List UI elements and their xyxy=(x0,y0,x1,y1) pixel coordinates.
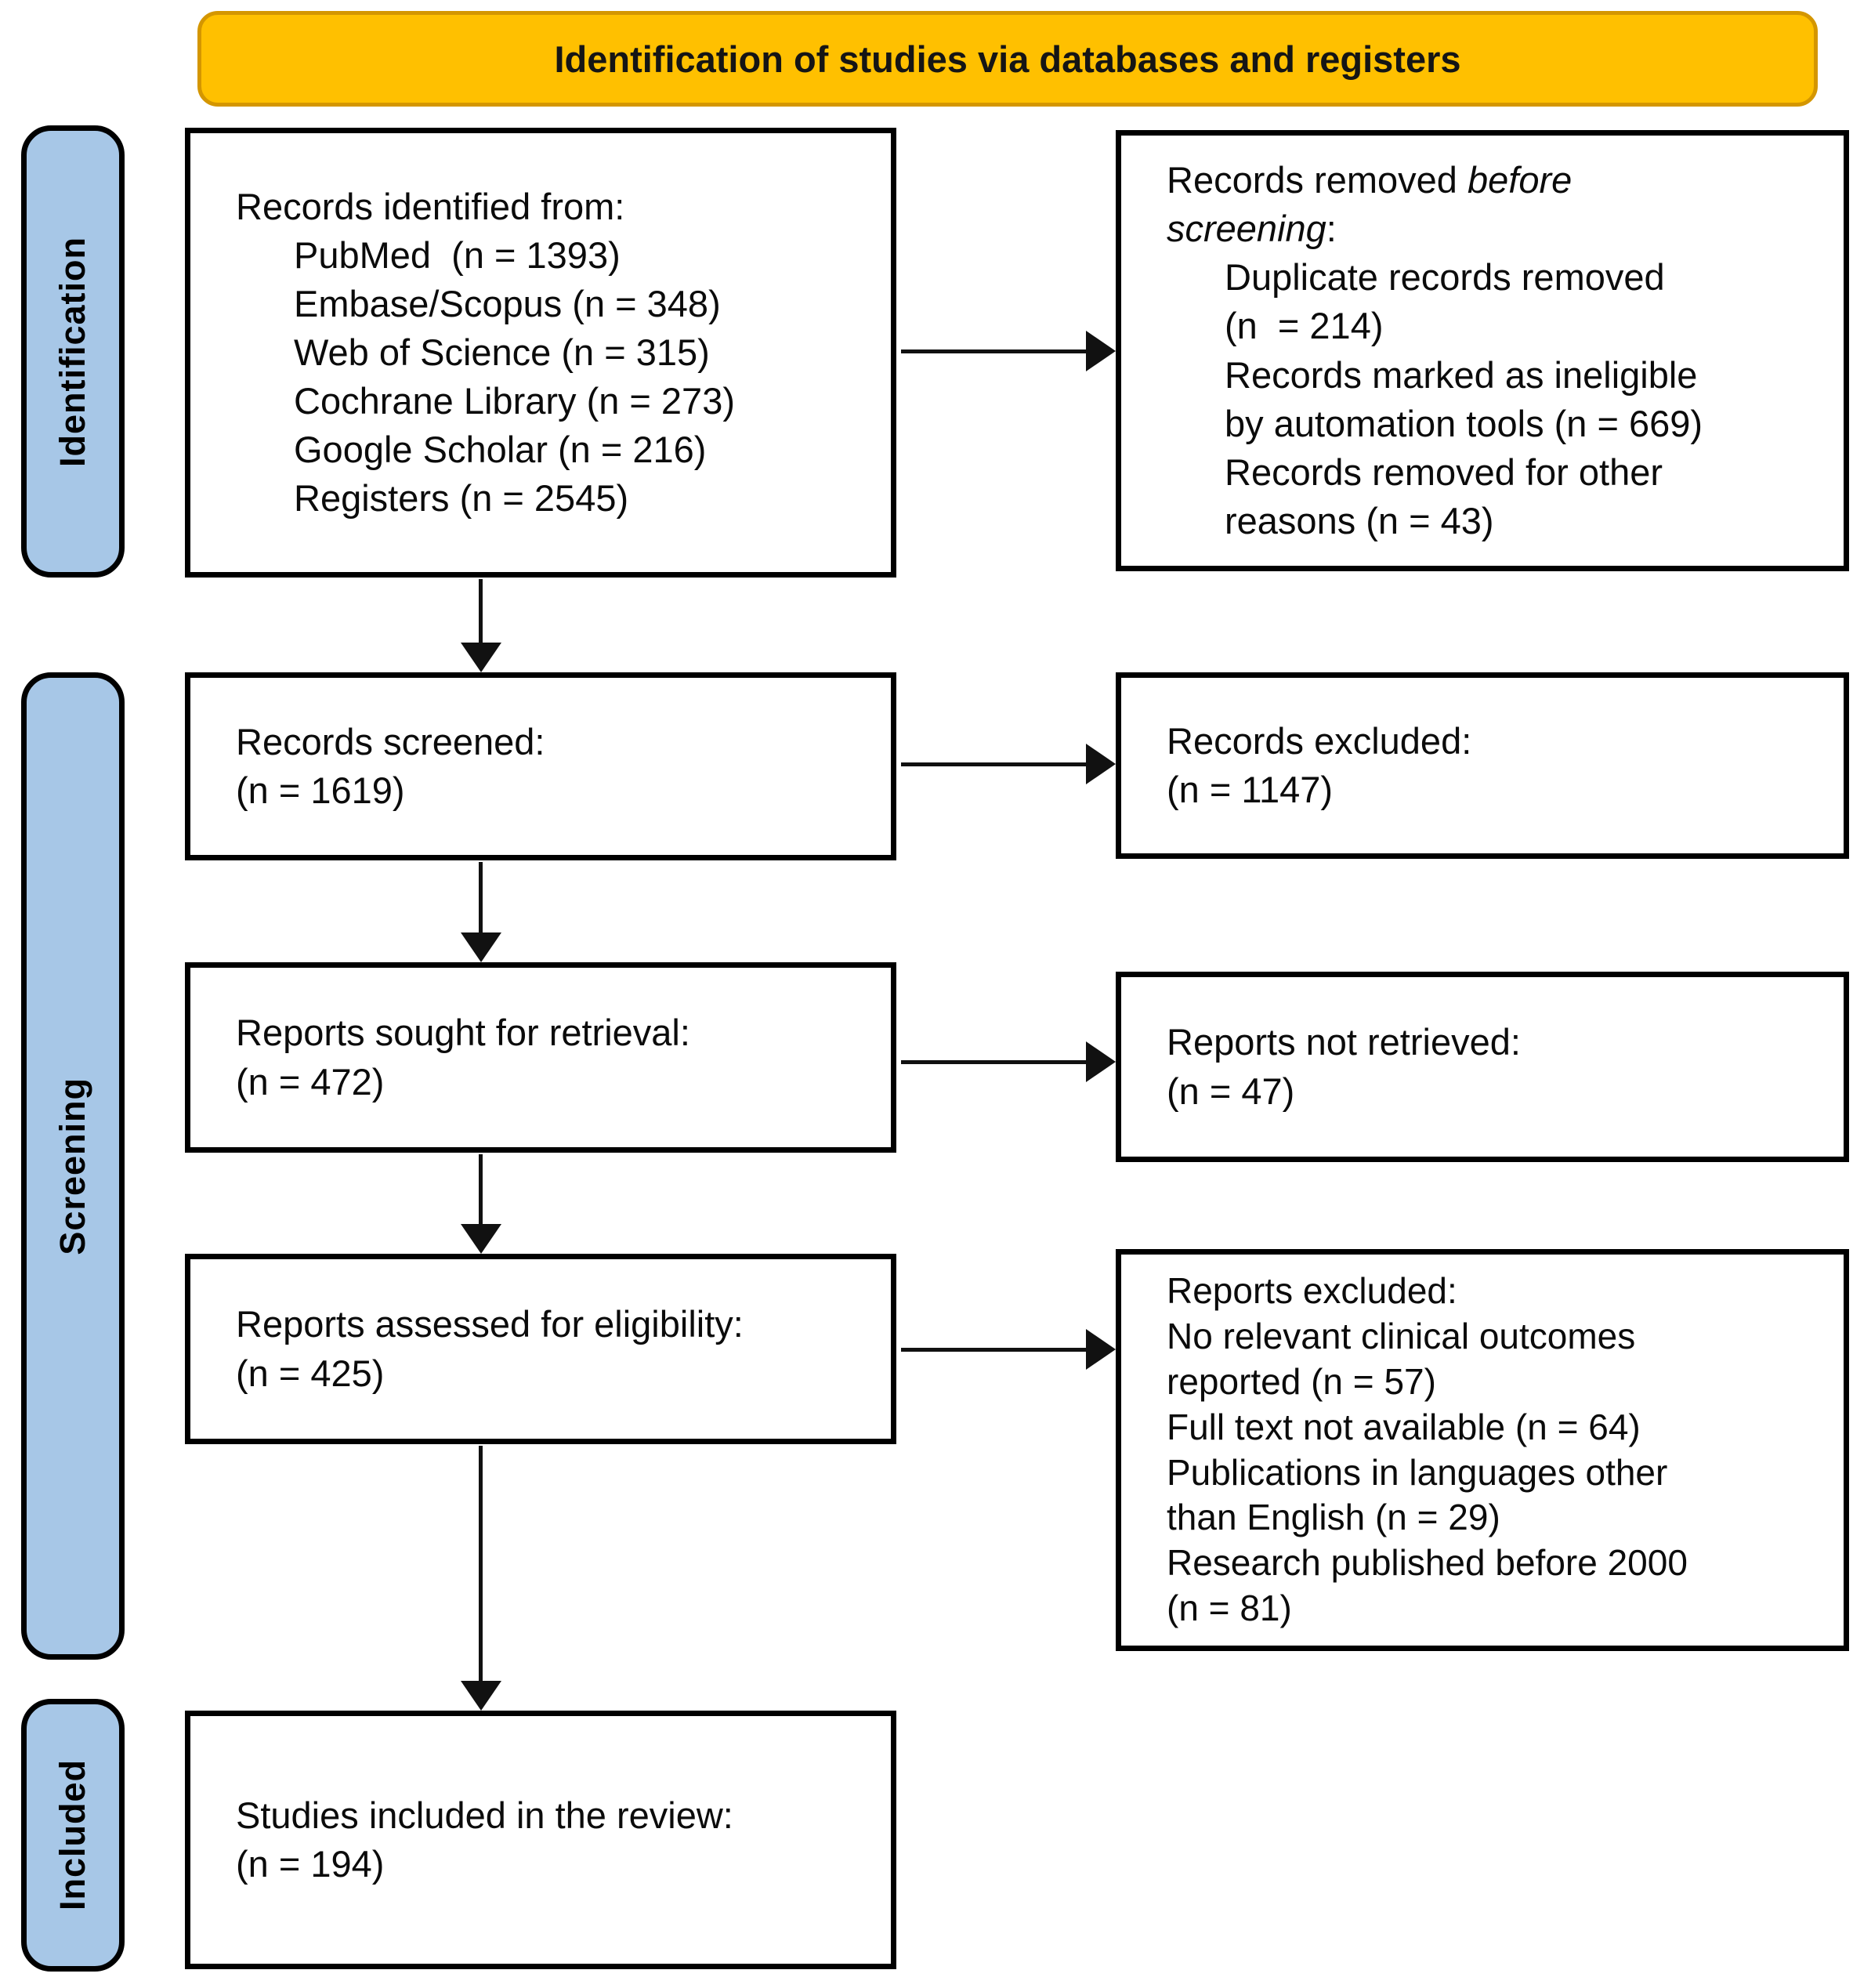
excluded-language: Publications in languages other than Eng… xyxy=(1167,1451,1668,1538)
stage-bar-screening: Screening xyxy=(21,672,125,1660)
reports-excluded-title: Reports excluded: xyxy=(1167,1269,1457,1311)
stage-label-included: Included xyxy=(52,1759,92,1911)
records-excluded-title: Records excluded: xyxy=(1167,719,1472,762)
stage-bar-identification: Identification xyxy=(21,125,125,578)
reports-not-retrieved-title: Reports not retrieved: xyxy=(1167,1021,1521,1063)
arrowhead-screened-to-sought xyxy=(461,932,501,962)
excluded-no-outcomes: No relevant clinical outcomes reported (… xyxy=(1167,1315,1636,1402)
box-records-excluded: Records excluded: (n = 1147) xyxy=(1116,672,1849,859)
arrow-screened-to-excluded xyxy=(901,762,1089,766)
records-screened-count: (n = 1619) xyxy=(236,769,405,811)
arrowhead-sought-to-assessed xyxy=(461,1224,501,1254)
banner: Identification of studies via databases … xyxy=(197,11,1818,107)
studies-included-title: Studies included in the review: xyxy=(236,1794,733,1836)
stage-label-screening: Screening xyxy=(52,1077,92,1255)
removed-automation: Records marked as ineligible by automati… xyxy=(1225,353,1703,444)
arrow-sought-to-not-retrieved xyxy=(901,1060,1089,1064)
reports-sought-title: Reports sought for retrieval: xyxy=(236,1012,690,1054)
arrowhead-assessed-to-excluded xyxy=(1086,1329,1116,1370)
arrow-screened-to-sought xyxy=(479,862,483,934)
box-records-identified: Records identified from: PubMed (n = 139… xyxy=(185,128,896,578)
reports-not-retrieved-count: (n = 47) xyxy=(1167,1070,1295,1112)
arrow-assessed-to-included xyxy=(479,1446,483,1682)
arrow-identified-to-screened xyxy=(479,579,483,646)
box-reports-sought: Reports sought for retrieval: (n = 472) xyxy=(185,962,896,1153)
records-screened-title: Records screened: xyxy=(236,720,545,762)
source-google-scholar: Google Scholar (n = 216) xyxy=(294,429,707,471)
source-pubmed: PubMed (n = 1393) xyxy=(294,234,621,276)
removed-duplicates: Duplicate records removed (n = 214) xyxy=(1225,256,1665,347)
box-records-screened: Records screened: (n = 1619) xyxy=(185,672,896,860)
box-reports-not-retrieved: Reports not retrieved: (n = 47) xyxy=(1116,972,1849,1162)
source-embase-scopus: Embase/Scopus (n = 348) xyxy=(294,282,721,324)
stage-label-identification: Identification xyxy=(52,236,92,467)
box-studies-included: Studies included in the review: (n = 194… xyxy=(185,1711,896,1969)
stage-bar-included: Included xyxy=(21,1699,125,1972)
records-removed-title: Records removed before screening: xyxy=(1167,159,1573,250)
source-registers: Registers (n = 2545) xyxy=(294,477,629,520)
arrowhead-identified-to-removed xyxy=(1086,331,1116,371)
box-records-removed: Records removed before screening: Duplic… xyxy=(1116,130,1849,571)
source-web-of-science: Web of Science (n = 315) xyxy=(294,331,710,373)
removed-other-reasons: Records removed for other reasons (n = 4… xyxy=(1225,451,1663,541)
arrow-sought-to-assessed xyxy=(479,1154,483,1226)
arrowhead-sought-to-not-retrieved xyxy=(1086,1041,1116,1082)
banner-title: Identification of studies via databases … xyxy=(554,38,1461,80)
arrowhead-identified-to-screened xyxy=(461,643,501,672)
excluded-no-fulltext: Full text not available (n = 64) xyxy=(1167,1406,1641,1447)
records-identified-title: Records identified from: xyxy=(236,185,625,227)
arrowhead-screened-to-excluded xyxy=(1086,744,1116,784)
box-reports-assessed: Reports assessed for eligibility: (n = 4… xyxy=(185,1254,896,1444)
reports-assessed-count: (n = 425) xyxy=(236,1352,385,1394)
records-excluded-count: (n = 1147) xyxy=(1167,769,1334,810)
reports-sought-count: (n = 472) xyxy=(236,1060,385,1103)
studies-included-count: (n = 194) xyxy=(236,1843,385,1885)
arrow-assessed-to-excluded xyxy=(901,1348,1089,1352)
arrowhead-assessed-to-included xyxy=(461,1681,501,1711)
reports-assessed-title: Reports assessed for eligibility: xyxy=(236,1303,744,1345)
excluded-before-2000: Research published before 2000 (n = 81) xyxy=(1167,1542,1688,1629)
source-cochrane-library: Cochrane Library (n = 273) xyxy=(294,380,735,422)
arrow-identified-to-removed xyxy=(901,349,1089,353)
box-reports-excluded: Reports excluded: No relevant clinical o… xyxy=(1116,1249,1849,1651)
